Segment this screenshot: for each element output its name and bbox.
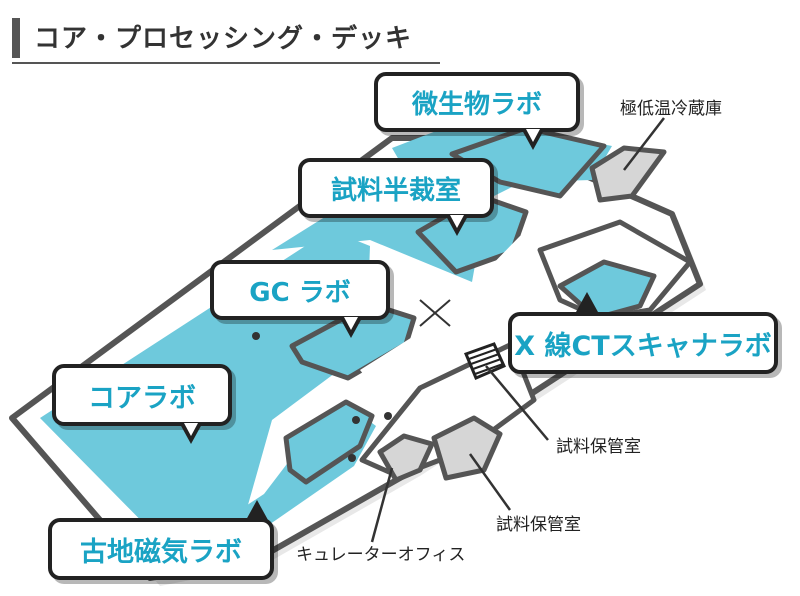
storage-room-label-2: 試料保管室	[496, 515, 581, 535]
freezer-room	[589, 145, 667, 203]
column-dot	[352, 416, 360, 424]
curator-office-label: キュレーターオフィス	[296, 545, 466, 565]
microbe-lab-label: 微生物ラボ	[411, 89, 542, 120]
storage-room-b	[431, 415, 503, 481]
callout-tail	[576, 292, 598, 312]
column-dot	[384, 412, 392, 420]
corridor	[360, 232, 560, 402]
leader-storage-a	[485, 365, 549, 441]
callout-microbe-lab: 微生物ラボ	[374, 72, 580, 132]
callout-xray-ct-lab: X 線CTスキャナラボ	[508, 312, 778, 374]
callout-core-lab: コアラボ	[52, 364, 232, 426]
title-underline	[12, 62, 440, 64]
column-dot	[252, 332, 260, 340]
callout-tail-inner	[450, 215, 464, 228]
column-dot	[348, 454, 356, 462]
callout-paleomag-lab: 古地磁気ラボ	[48, 518, 274, 580]
column-cross	[419, 299, 451, 327]
freezer-label: 極低温冷蔵庫	[620, 99, 722, 119]
callout-tail-inner	[184, 423, 198, 436]
callout-tail	[246, 500, 268, 520]
callout-tail-inner	[344, 317, 358, 330]
stairs	[464, 342, 506, 380]
page-title: コア・プロセッシング・デッキ	[34, 24, 413, 54]
leader-freezer	[623, 117, 665, 171]
title-bar: コア・プロセッシング・デッキ	[12, 14, 440, 64]
storage-room-label: 試料保管室	[556, 437, 641, 457]
callout-tail-inner	[526, 129, 540, 142]
paleomag-lab-label: 古地磁気ラボ	[80, 536, 242, 568]
title-accent-bar	[12, 18, 20, 58]
gc-lab-label: GC ラボ	[249, 277, 351, 308]
callout-sample-prep: 試料半裁室	[298, 158, 494, 218]
core-lab-label: コアラボ	[88, 382, 196, 414]
sample-prep-label: 試料半裁室	[330, 175, 461, 206]
xray-ct-lab-label: X 線CTスキャナラボ	[514, 330, 772, 362]
paleomag-room	[283, 399, 375, 485]
callout-gc-lab: GC ラボ	[210, 260, 390, 320]
leader-storage-b	[468, 453, 512, 511]
leader-curator	[370, 467, 394, 543]
